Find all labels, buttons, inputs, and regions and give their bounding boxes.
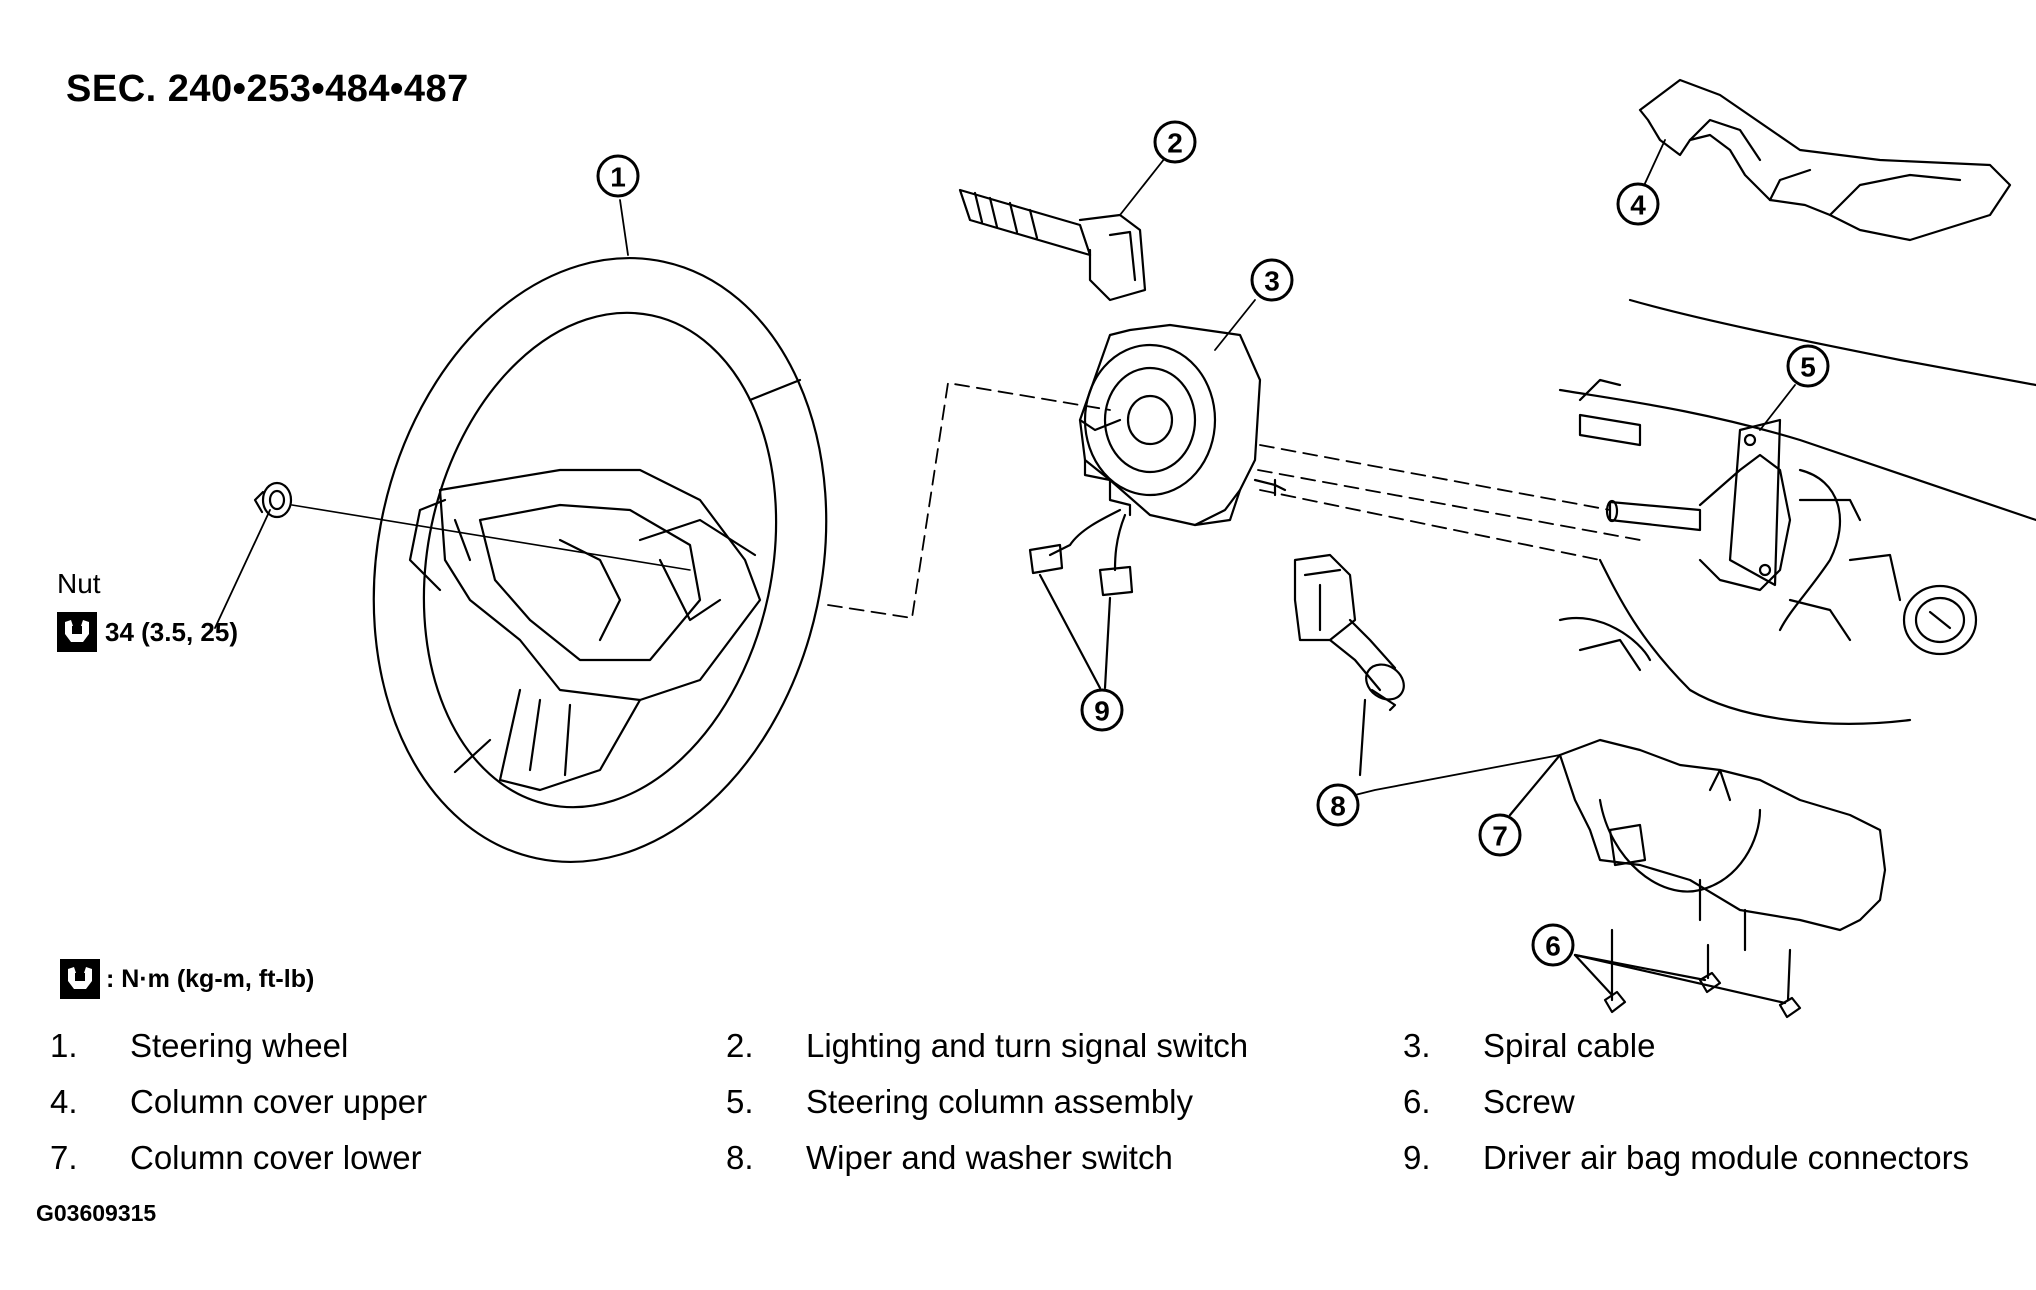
nut-drawing [253,481,293,519]
callout-5 [1786,344,1830,388]
torque-units-key: : N·m (kg-m, ft-lb) [60,956,314,1002]
spiral-cable-drawing [1048,323,1287,572]
nut-label: Nut [57,568,101,599]
nut-torque-spec: 34 (3.5, 25) [57,612,238,652]
legend-item: 2. Lighting and turn signal switch [726,1022,1248,1070]
torque-wrench-icon [57,612,97,652]
legend-number: 5. [726,1083,754,1120]
column-cover-lower-drawing [1508,738,1887,952]
legend-text: Screw [1483,1083,1575,1120]
legend-number: 1. [50,1027,78,1064]
legend-item: 8. Wiper and washer switch [726,1134,1173,1182]
legend-text: Spiral cable [1483,1027,1656,1064]
legend-text: Column cover lower [130,1139,422,1176]
legend-number: 6. [1403,1083,1431,1120]
callout-2 [1153,120,1197,164]
steering-column-drawing [1558,298,2036,725]
callout-label-4: 4 [1630,190,1646,221]
steering-wheel-drawing [372,257,828,863]
callout-1 [596,154,640,198]
callout-label-1: 1 [610,162,626,193]
callout-7 [1478,813,1522,857]
wiper-switch-drawing [1293,553,1405,777]
callout-label-3: 3 [1264,266,1280,297]
callout-4 [1616,182,1660,226]
legend-number: 7. [50,1139,78,1176]
legend-text: Lighting and turn signal switch [806,1027,1249,1064]
legend-item: 4. Column cover upper [50,1078,427,1126]
torque-wrench-icon [60,959,100,999]
figure-id: G03609315 [36,1200,157,1226]
legend-text: Driver air bag module connectors [1483,1139,1970,1176]
legend-number: 9. [1403,1139,1431,1176]
legend-item: 7. Column cover lower [50,1134,422,1182]
legend-item: 1. Steering wheel [50,1022,348,1070]
legend-number: 2. [726,1027,754,1064]
legend-text: Wiper and washer switch [806,1139,1173,1176]
callout-label-6: 6 [1545,931,1561,962]
legend-item: 3. Spiral cable [1403,1022,1655,1070]
parts-legend: 1. Steering wheel 2. Lighting and turn s… [0,1022,2036,1192]
callout-8 [1316,783,1360,827]
callout-6 [1531,923,1575,967]
legend-text: Steering wheel [130,1027,349,1064]
callout-label-5: 5 [1800,352,1816,383]
lighting-switch-drawing [958,188,1147,302]
callout-label-8: 8 [1330,791,1346,822]
airbag-connectors-drawing [1028,543,1134,690]
callout-9 [1080,688,1124,732]
nut-torque-value: 34 (3.5, 25) [105,616,238,647]
legend-text: Column cover upper [130,1083,428,1120]
legend-number: 8. [726,1139,754,1176]
callout-label-7: 7 [1492,821,1508,852]
legend-number: 3. [1403,1027,1431,1064]
screws-drawing [1573,928,1802,1019]
torque-units-text: : N·m (kg-m, ft-lb) [106,964,315,993]
legend-number: 4. [50,1083,78,1120]
legend-item: 5. Steering column assembly [726,1078,1193,1126]
legend-item: 9. Driver air bag module connectors [1403,1134,1969,1182]
legend-text: Steering column assembly [806,1083,1194,1120]
column-cover-upper-drawing [1638,78,2012,242]
legend-item: 6. Screw [1403,1078,1575,1126]
section-title: SEC. 240•253•484•487 [66,68,469,110]
callout-label-9: 9 [1094,696,1110,727]
callout-3 [1250,258,1294,302]
callout-label-2: 2 [1167,128,1183,159]
